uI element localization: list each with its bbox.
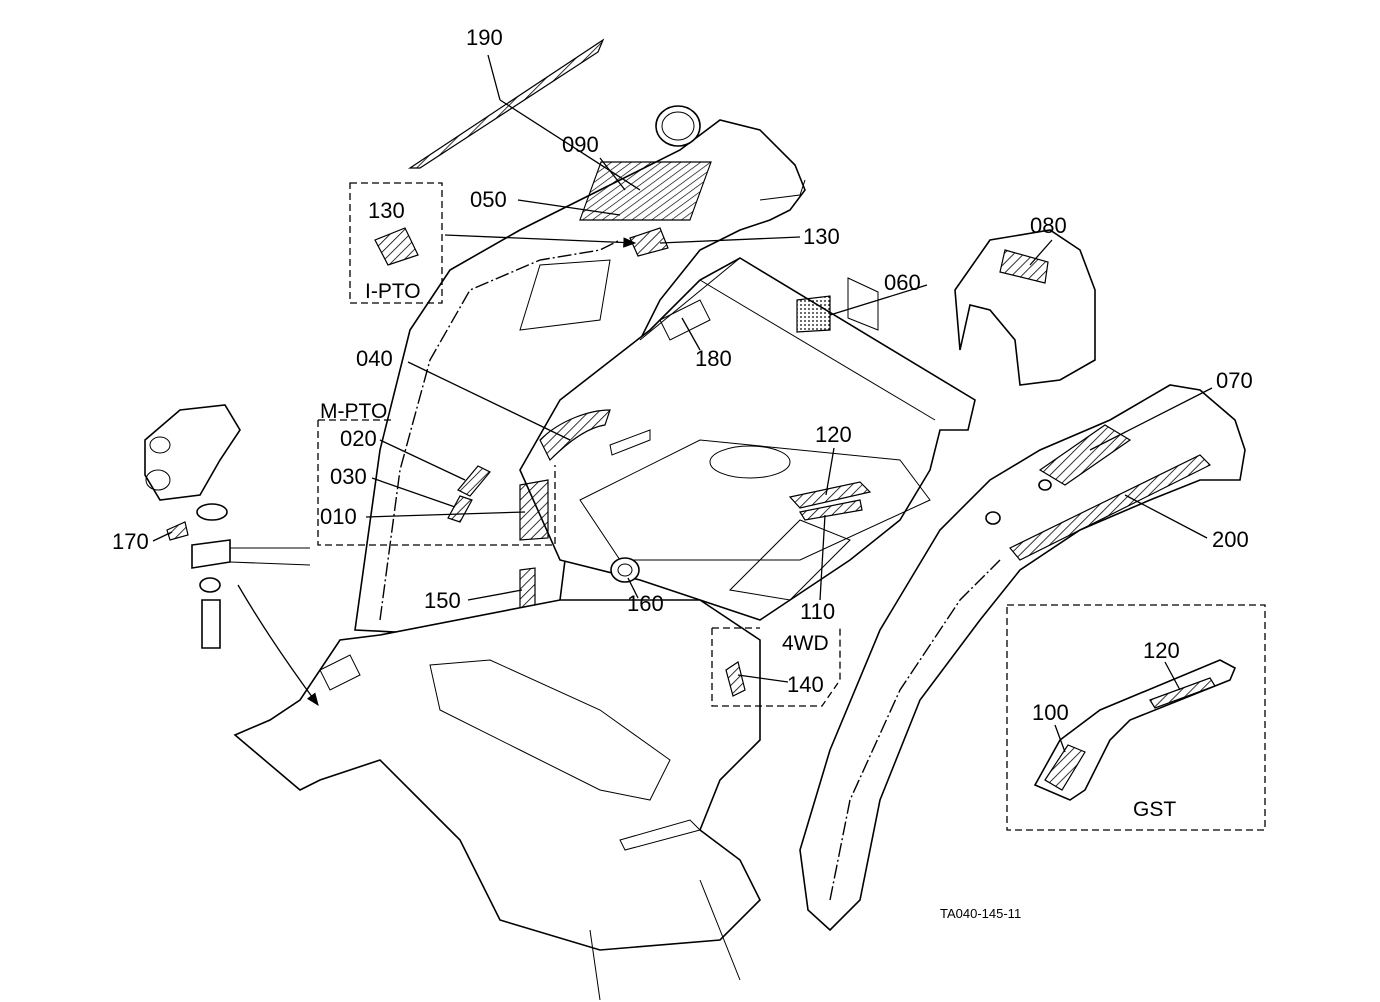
figure-code: TA040-145-11: [940, 906, 1021, 921]
decal-090: [579, 161, 712, 221]
callout-190: 190: [466, 25, 503, 50]
callout-170: 170: [112, 529, 149, 554]
callout-010: 010: [320, 504, 357, 529]
dashboard-console: [519, 257, 976, 621]
decal-020: [457, 465, 491, 497]
callout-020: 020: [340, 426, 377, 451]
callout-160: 160: [627, 591, 664, 616]
group-box-gst: [1006, 604, 1266, 831]
decal-130-inset: [374, 227, 419, 266]
label-4wd: 4WD: [782, 632, 829, 655]
callout-200: 200: [1212, 527, 1249, 552]
callout-060: 060: [884, 270, 921, 295]
callout-130-inset: 130: [368, 198, 405, 223]
callout-140: 140: [787, 672, 824, 697]
label-ipto: I-PTO: [365, 280, 421, 303]
callout-180: 180: [695, 346, 732, 371]
group-box-4wd: [711, 627, 841, 707]
callout-080: 080: [1030, 213, 1067, 238]
callout-150: 150: [424, 588, 461, 613]
callout-110: 110: [800, 599, 835, 624]
callout-050: 050: [470, 187, 507, 212]
callout-100: 100: [1032, 700, 1069, 725]
callout-090: 090: [562, 132, 599, 157]
group-box-ipto: [349, 182, 443, 304]
gst-console-detail: [1033, 659, 1237, 801]
callout-070: 070: [1216, 368, 1253, 393]
floor-step-plate: [233, 599, 761, 1001]
leader-lines: [152, 54, 1213, 753]
label-mpto: M-PTO: [320, 400, 387, 423]
decal-130-main: [629, 227, 669, 257]
label-gst: GST: [1133, 798, 1176, 821]
decal-030: [447, 495, 473, 523]
callout-030: 030: [330, 464, 367, 489]
group-box-mpto: [317, 419, 556, 546]
decal-140: [725, 661, 746, 697]
callout-130-main: 130: [803, 224, 840, 249]
callout-120-main: 120: [815, 422, 852, 447]
callout-040: 040: [356, 346, 393, 371]
lever-assembly-170: [144, 404, 319, 707]
seat-cover-080: [954, 229, 1096, 386]
callout-120-gst: 120: [1143, 638, 1180, 663]
right-fender: [799, 384, 1246, 932]
